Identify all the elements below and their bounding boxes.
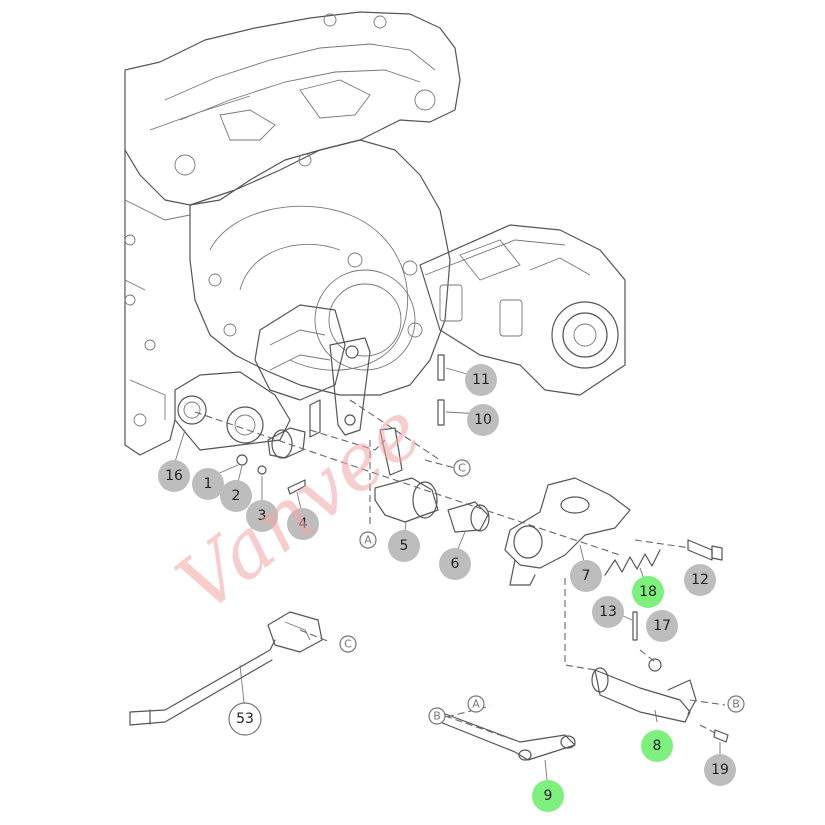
watermark: Vanvee [161,385,439,630]
callout-label: 18 [639,584,657,600]
transmission-housing [124,11,626,456]
callout-1: 1 [192,468,224,500]
ref-marker-c: C [339,635,357,653]
callout-17: 17 [646,610,678,642]
callout-7: 7 [570,560,602,592]
callout-label: 3 [258,508,267,524]
callout-2: 2 [220,480,252,512]
callout-19: 19 [704,754,736,786]
callout-label: 6 [451,556,460,572]
callout-label: 12 [691,572,709,588]
callout-label: 9 [544,788,553,804]
callout-5: 5 [388,530,420,562]
callout-label: 19 [711,762,729,778]
callout-11: 11 [465,364,497,396]
callout-label: 10 [474,412,492,428]
ref-marker-c: C [453,459,471,477]
callout-3: 3 [246,500,278,532]
callout-label: 1 [204,476,213,492]
callout-16: 16 [158,460,190,492]
ref-marker-label: A [472,698,480,711]
callout-9: 9 [532,780,564,812]
callout-label: 7 [582,568,591,584]
reference-markers: A A B B C C [339,459,745,725]
callout-4: 4 [287,508,319,540]
ref-marker-a: A [467,695,485,713]
callout-label: 13 [599,604,617,620]
ref-marker-a: A [359,531,377,549]
ref-marker-b: B [727,695,745,713]
callout-label: 16 [165,468,183,484]
ref-marker-label: C [458,462,466,475]
ref-marker-label: A [364,534,372,547]
callout-label: 17 [653,618,671,634]
callout-12: 12 [684,564,716,596]
callout-6: 6 [439,548,471,580]
callout-8: 8 [641,730,673,762]
ref-marker-label: B [433,710,441,723]
ref-marker-label: B [732,698,740,711]
callout-label: 11 [472,372,490,388]
ref-marker-b: B [428,707,446,725]
callout-label: 8 [653,738,662,754]
callout-label: 53 [236,711,254,727]
callout-10: 10 [467,404,499,436]
loose-parts [129,354,729,761]
watermark-text: Vanvee [161,385,439,630]
callout-label: 4 [299,516,308,532]
callout-13: 13 [592,596,624,628]
callout-label: 5 [400,538,409,554]
ref-marker-label: C [344,638,352,651]
callout-53: 53 [228,702,262,736]
callout-18: 18 [632,576,664,608]
callout-label: 2 [232,488,241,504]
